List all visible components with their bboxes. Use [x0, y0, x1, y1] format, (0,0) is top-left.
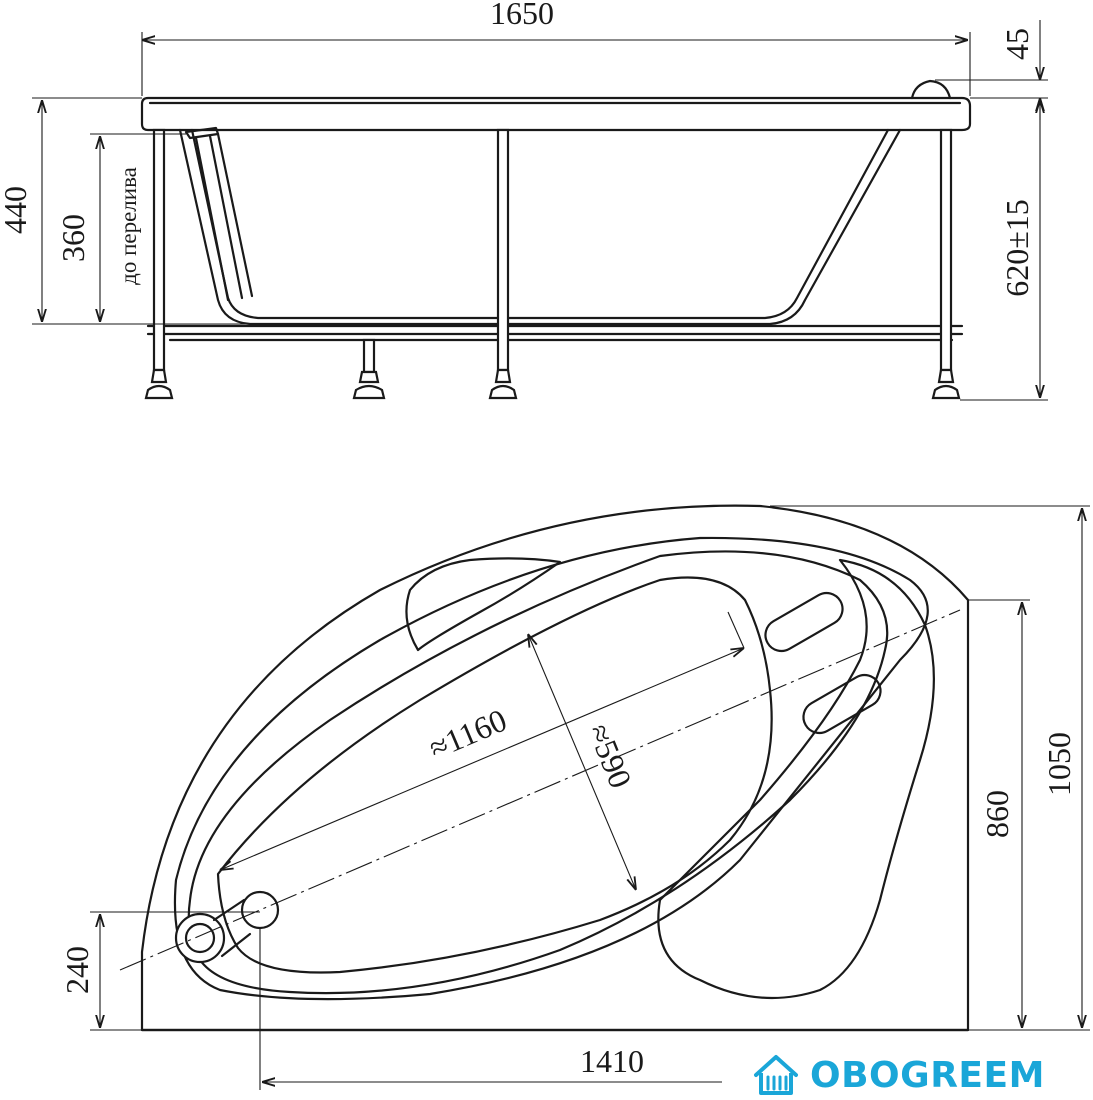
dim-inner-length: ≈1160	[424, 702, 512, 767]
dim-overflow-depth: 360	[55, 214, 91, 262]
brand-name: OBOGREEM	[810, 1054, 1045, 1096]
side-view	[32, 20, 1048, 401]
house-logo-icon	[754, 1055, 798, 1095]
dim-drain-offset: 240	[59, 946, 95, 994]
dim-total-height: 440	[0, 186, 33, 234]
dim-height-with-legs: 620±15	[999, 199, 1035, 297]
dim-bottom-length: 1410	[580, 1043, 644, 1079]
dim-overflow-caption: до перелива	[116, 167, 141, 285]
dim-width: 1050	[1041, 732, 1077, 796]
dim-side-length: 860	[979, 790, 1015, 838]
dim-total-length: 1650	[490, 0, 554, 31]
top-view	[90, 504, 1090, 1090]
dim-rim-height: 45	[999, 28, 1035, 60]
brand-logo[interactable]: OBOGREEM	[752, 1052, 1045, 1098]
